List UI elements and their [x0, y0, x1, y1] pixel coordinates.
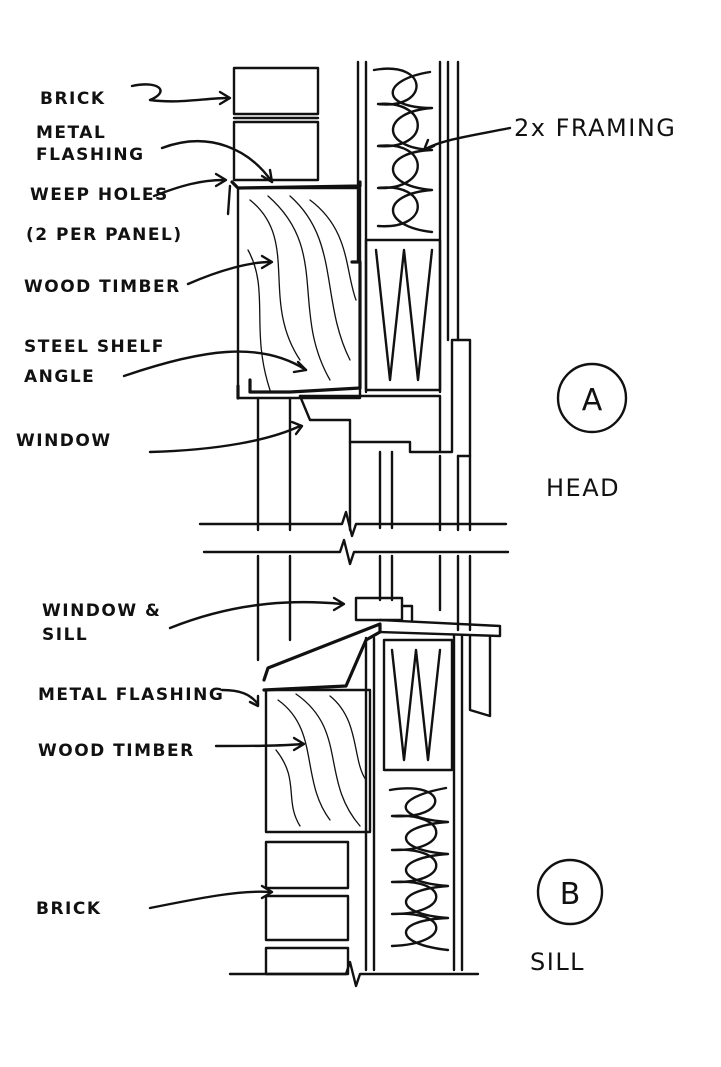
window-sill-frame — [354, 554, 502, 638]
label-window-sill-line2: SILL — [42, 625, 88, 645]
window-head-frame — [298, 338, 472, 530]
leader-flashing-top — [160, 140, 274, 184]
leader-window — [148, 424, 302, 454]
label-wood-timber-top: WOOD TIMBER — [24, 277, 181, 297]
detail-marker-a-letter: A — [582, 383, 603, 418]
leader-wood-timber-bottom — [214, 742, 304, 748]
label-window-sill-line1: WINDOW & — [42, 601, 161, 621]
leader-shelf-angle — [122, 350, 308, 378]
leader-lines — [122, 83, 512, 910]
labels: BRICK METAL FLASHING WEEP HOLES (2 PER P… — [16, 89, 676, 919]
label-metal-flashing-top-line1: METAL — [36, 123, 106, 143]
label-framing: 2x FRAMING — [514, 114, 676, 142]
leader-flashing-bottom — [220, 688, 260, 706]
wood-timber-bottom — [264, 688, 372, 834]
break-line-sill — [202, 538, 510, 662]
detail-marker-a: A HEAD — [546, 362, 628, 502]
leader-weep-holes — [152, 178, 226, 198]
label-steel-shelf-angle-line2: ANGLE — [24, 367, 95, 387]
label-weep-holes-line1: WEEP HOLES — [30, 185, 169, 205]
label-metal-flashing-bottom: METAL FLASHING — [38, 685, 224, 705]
brick-top — [232, 66, 320, 182]
label-brick-top: BRICK — [40, 89, 106, 109]
label-wood-timber-bottom: WOOD TIMBER — [38, 741, 195, 761]
steel-shelf-angle — [236, 260, 362, 400]
label-metal-flashing-top-line2: FLASHING — [36, 145, 145, 165]
metal-flashing-bottom — [262, 622, 382, 692]
weep-holes — [226, 184, 232, 216]
sill-detail-drawing — [202, 538, 510, 988]
label-window: WINDOW — [16, 431, 112, 451]
break-line-head — [198, 396, 508, 538]
detail-marker-b-letter: B — [560, 877, 581, 912]
label-brick-bottom: BRICK — [36, 899, 102, 919]
wall-framing-head — [356, 60, 460, 394]
brick-bottom — [228, 840, 480, 988]
detail-marker-b: B SILL — [530, 858, 604, 976]
leader-brick-top — [130, 83, 230, 103]
leader-framing — [422, 126, 512, 152]
wall-framing-sill — [364, 634, 492, 972]
leader-window-sill — [168, 600, 344, 630]
leader-brick-bottom — [148, 890, 272, 910]
label-steel-shelf-angle-line1: STEEL SHELF — [24, 337, 165, 357]
detail-b-name: SILL — [530, 948, 585, 976]
detail-a-name: HEAD — [546, 474, 620, 502]
leader-wood-timber-top — [186, 260, 272, 286]
label-weep-holes-line2: (2 PER PANEL) — [26, 225, 183, 245]
head-detail-drawing — [198, 60, 508, 538]
